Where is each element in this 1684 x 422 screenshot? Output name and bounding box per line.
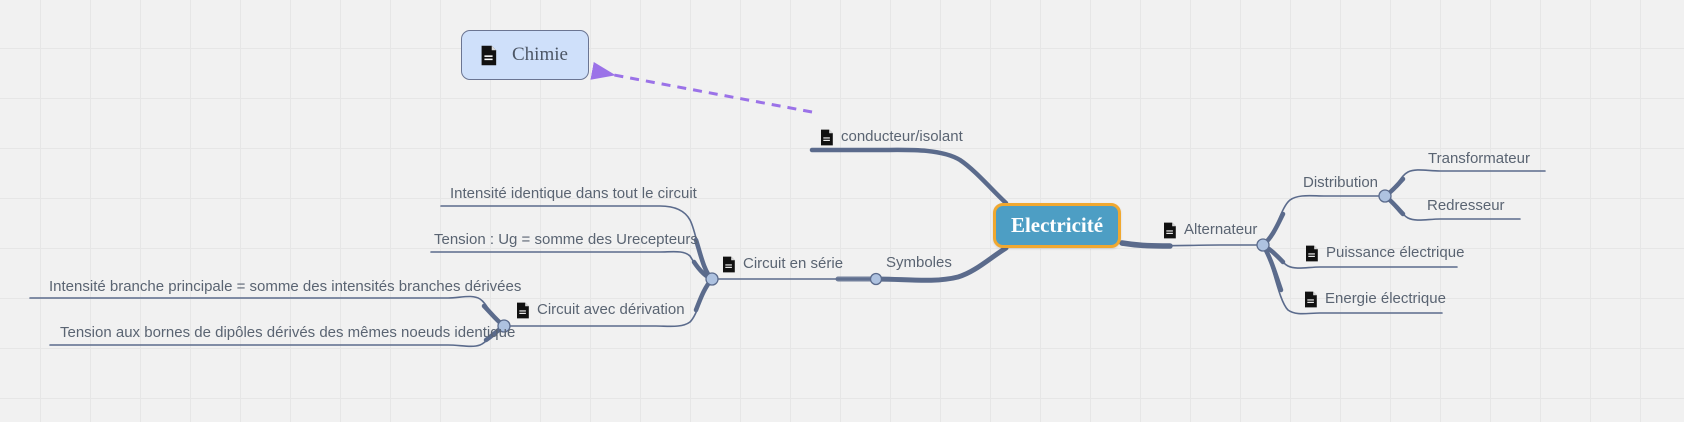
document-icon [820, 129, 834, 146]
node-label-text: Distribution [1303, 174, 1379, 191]
dashed-relation-arrow[interactable] [590, 62, 813, 114]
edge-alternateur-to-distribution-taper [1260, 211, 1286, 248]
document-icon [1304, 291, 1318, 308]
document-icon [1163, 222, 1177, 239]
document-icon [516, 302, 530, 319]
node-label-text: Alternateur [1184, 221, 1258, 238]
edge-junction-to-tension-ug [430, 250, 713, 280]
node-label-text: Circuit avec dérivation [537, 301, 685, 318]
edge-derivation-to-intensite-branche [29, 295, 505, 327]
node-label-text: Tension aux bornes de dipôles dérivés de… [60, 324, 516, 341]
edge-root-to-conducteur-isolant-taper [811, 149, 1007, 204]
node-label-text: Circuit en série [743, 255, 844, 272]
node-conducteur-isolant[interactable]: conducteur/isolant [820, 128, 963, 146]
edge-root-to-alternateur-taper [1119, 240, 1173, 249]
node-redresseur[interactable]: Redresseur [1427, 197, 1505, 215]
node-intensite-branche-principale[interactable]: Intensité branche principale = somme des… [49, 278, 521, 296]
edge-alternateur-to-puissance-taper [1260, 242, 1286, 265]
node-puissance-electrique[interactable]: Puissance électrique [1305, 244, 1464, 262]
document-icon [722, 256, 736, 273]
node-label-text: Tension : Ug = somme des Urecepteurs [434, 231, 698, 248]
node-label-text: Symboles [886, 254, 952, 271]
node-tension-ug[interactable]: Tension : Ug = somme des Urecepteurs [434, 231, 698, 249]
edge-alternateur-to-energie-taper [1260, 242, 1284, 293]
node-label-text: Puissance électrique [1326, 244, 1465, 261]
node-transformateur[interactable]: Transformateur [1428, 150, 1530, 168]
floating-node-chimie[interactable]: Chimie [461, 30, 589, 80]
node-energie-electrique[interactable]: Energie électrique [1304, 290, 1446, 308]
edge-root-to-alternateur [1121, 244, 1264, 247]
node-label-text: Intensité identique dans tout le circuit [450, 185, 697, 202]
node-label-text: Transformateur [1428, 150, 1530, 167]
junction-dot-alternateur[interactable] [1256, 238, 1270, 252]
junction-dot-distribution[interactable] [1378, 189, 1392, 203]
node-label-text: conducteur/isolant [841, 128, 963, 145]
node-label-text: Intensité branche principale = somme des… [49, 278, 522, 295]
root-node-label: Electricité [1010, 213, 1104, 237]
node-symboles[interactable]: Symboles [886, 254, 952, 272]
document-icon [1305, 245, 1319, 262]
node-label-text: Redresseur [1427, 197, 1505, 214]
node-distribution[interactable]: Distribution [1303, 174, 1378, 192]
floating-node-label: Chimie [512, 44, 568, 65]
node-alternateur[interactable]: Alternateur [1163, 221, 1257, 239]
edge-junction-to-derivation-taper [693, 276, 715, 313]
edge-distribution-to-redresseur-taper [1382, 193, 1406, 217]
node-circuit-avec-derivation[interactable]: Circuit avec dérivation [516, 301, 685, 319]
edge-junction-to-tension-ug-taper [691, 259, 715, 282]
edge-distribution-to-transformateur-taper [1382, 176, 1406, 199]
edge-junction-to-intensite-identique-taper [693, 237, 715, 282]
node-tension-bornes-dipoles[interactable]: Tension aux bornes de dipôles dérivés de… [60, 324, 515, 342]
node-circuit-en-serie[interactable]: Circuit en série [722, 255, 843, 273]
junction-dot-circuit-serie[interactable] [705, 272, 719, 286]
node-label-text: Energie électrique [1325, 290, 1446, 307]
edge-root-to-conducteur-isolant [809, 147, 1009, 206]
root-node-electricite[interactable]: Electricité [993, 203, 1121, 248]
edge-alternateur-to-distribution [1262, 194, 1386, 246]
edge-distribution-to-transformateur [1384, 169, 1546, 197]
edge-derivation-to-intensite-branche-taper [481, 303, 507, 329]
document-icon [480, 45, 498, 66]
node-intensite-identique[interactable]: Intensité identique dans tout le circuit [450, 185, 697, 203]
junction-dot-symboles[interactable] [869, 272, 883, 286]
